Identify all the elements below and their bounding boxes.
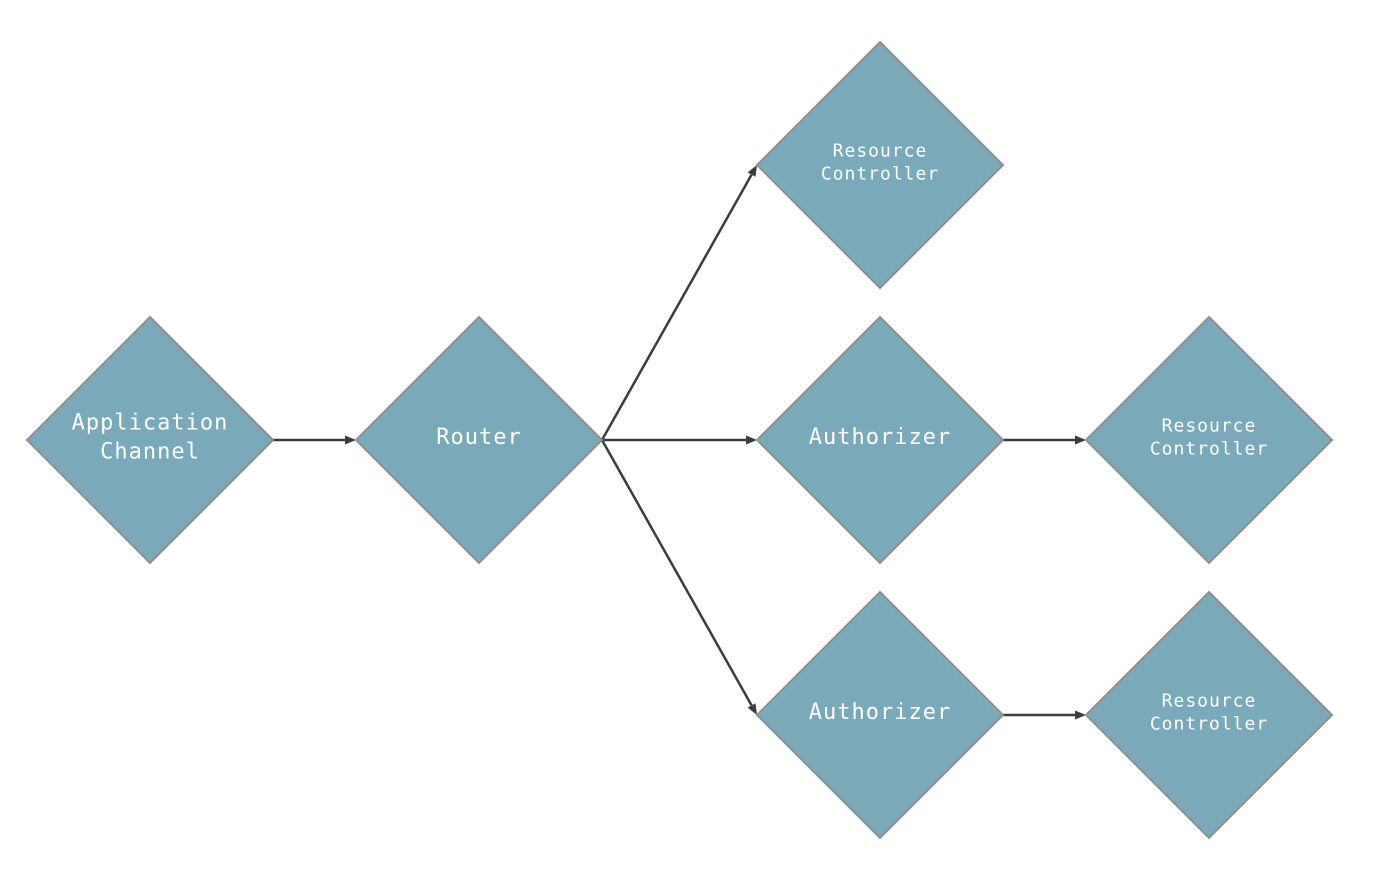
arrowhead <box>747 703 757 715</box>
node-authorizer-bottom: Authorizer <box>755 590 1005 840</box>
diamond-shape <box>25 315 275 565</box>
node-label: Authorizer <box>809 425 951 450</box>
arrowhead <box>1075 435 1086 445</box>
diamond-shape <box>1084 315 1334 565</box>
diamond-shape <box>755 590 1005 840</box>
node-router: Router <box>354 315 604 565</box>
node-label: Channel <box>100 440 200 465</box>
node-label: Application <box>72 411 229 436</box>
arrowhead <box>345 435 356 445</box>
arrow-router-to-authorizer-middle <box>602 435 757 445</box>
node-label: Resource <box>833 141 928 162</box>
connector-line <box>600 439 753 707</box>
arrow-router-to-authorizer-bottom <box>600 439 757 715</box>
diamond-shape <box>1084 590 1334 840</box>
node-label: Controller <box>1150 439 1268 460</box>
node-label: Resource <box>1162 691 1257 712</box>
node-label: Resource <box>1162 416 1257 437</box>
arrow-application-channel-to-router <box>273 435 356 445</box>
diamond-shape <box>354 315 604 565</box>
node-label: Controller <box>821 164 939 185</box>
edges-layer <box>273 165 1086 720</box>
arrow-authorizer-bottom-to-resource-controller-bottom <box>1003 710 1086 720</box>
arrowhead <box>747 165 757 177</box>
diamond-shape <box>755 315 1005 565</box>
diamond-shape <box>755 40 1005 290</box>
arrowhead <box>1075 710 1086 720</box>
arrow-authorizer-middle-to-resource-controller-middle <box>1003 435 1086 445</box>
node-label: Controller <box>1150 714 1268 735</box>
arrow-router-to-resource-controller-top <box>600 165 757 441</box>
node-label: Router <box>436 425 521 450</box>
nodes-layer: ApplicationChannelRouterResourceControll… <box>25 40 1334 840</box>
node-authorizer-middle: Authorizer <box>755 315 1005 565</box>
node-label: Authorizer <box>809 700 951 725</box>
connector-line <box>600 173 753 441</box>
arrowhead <box>746 435 757 445</box>
